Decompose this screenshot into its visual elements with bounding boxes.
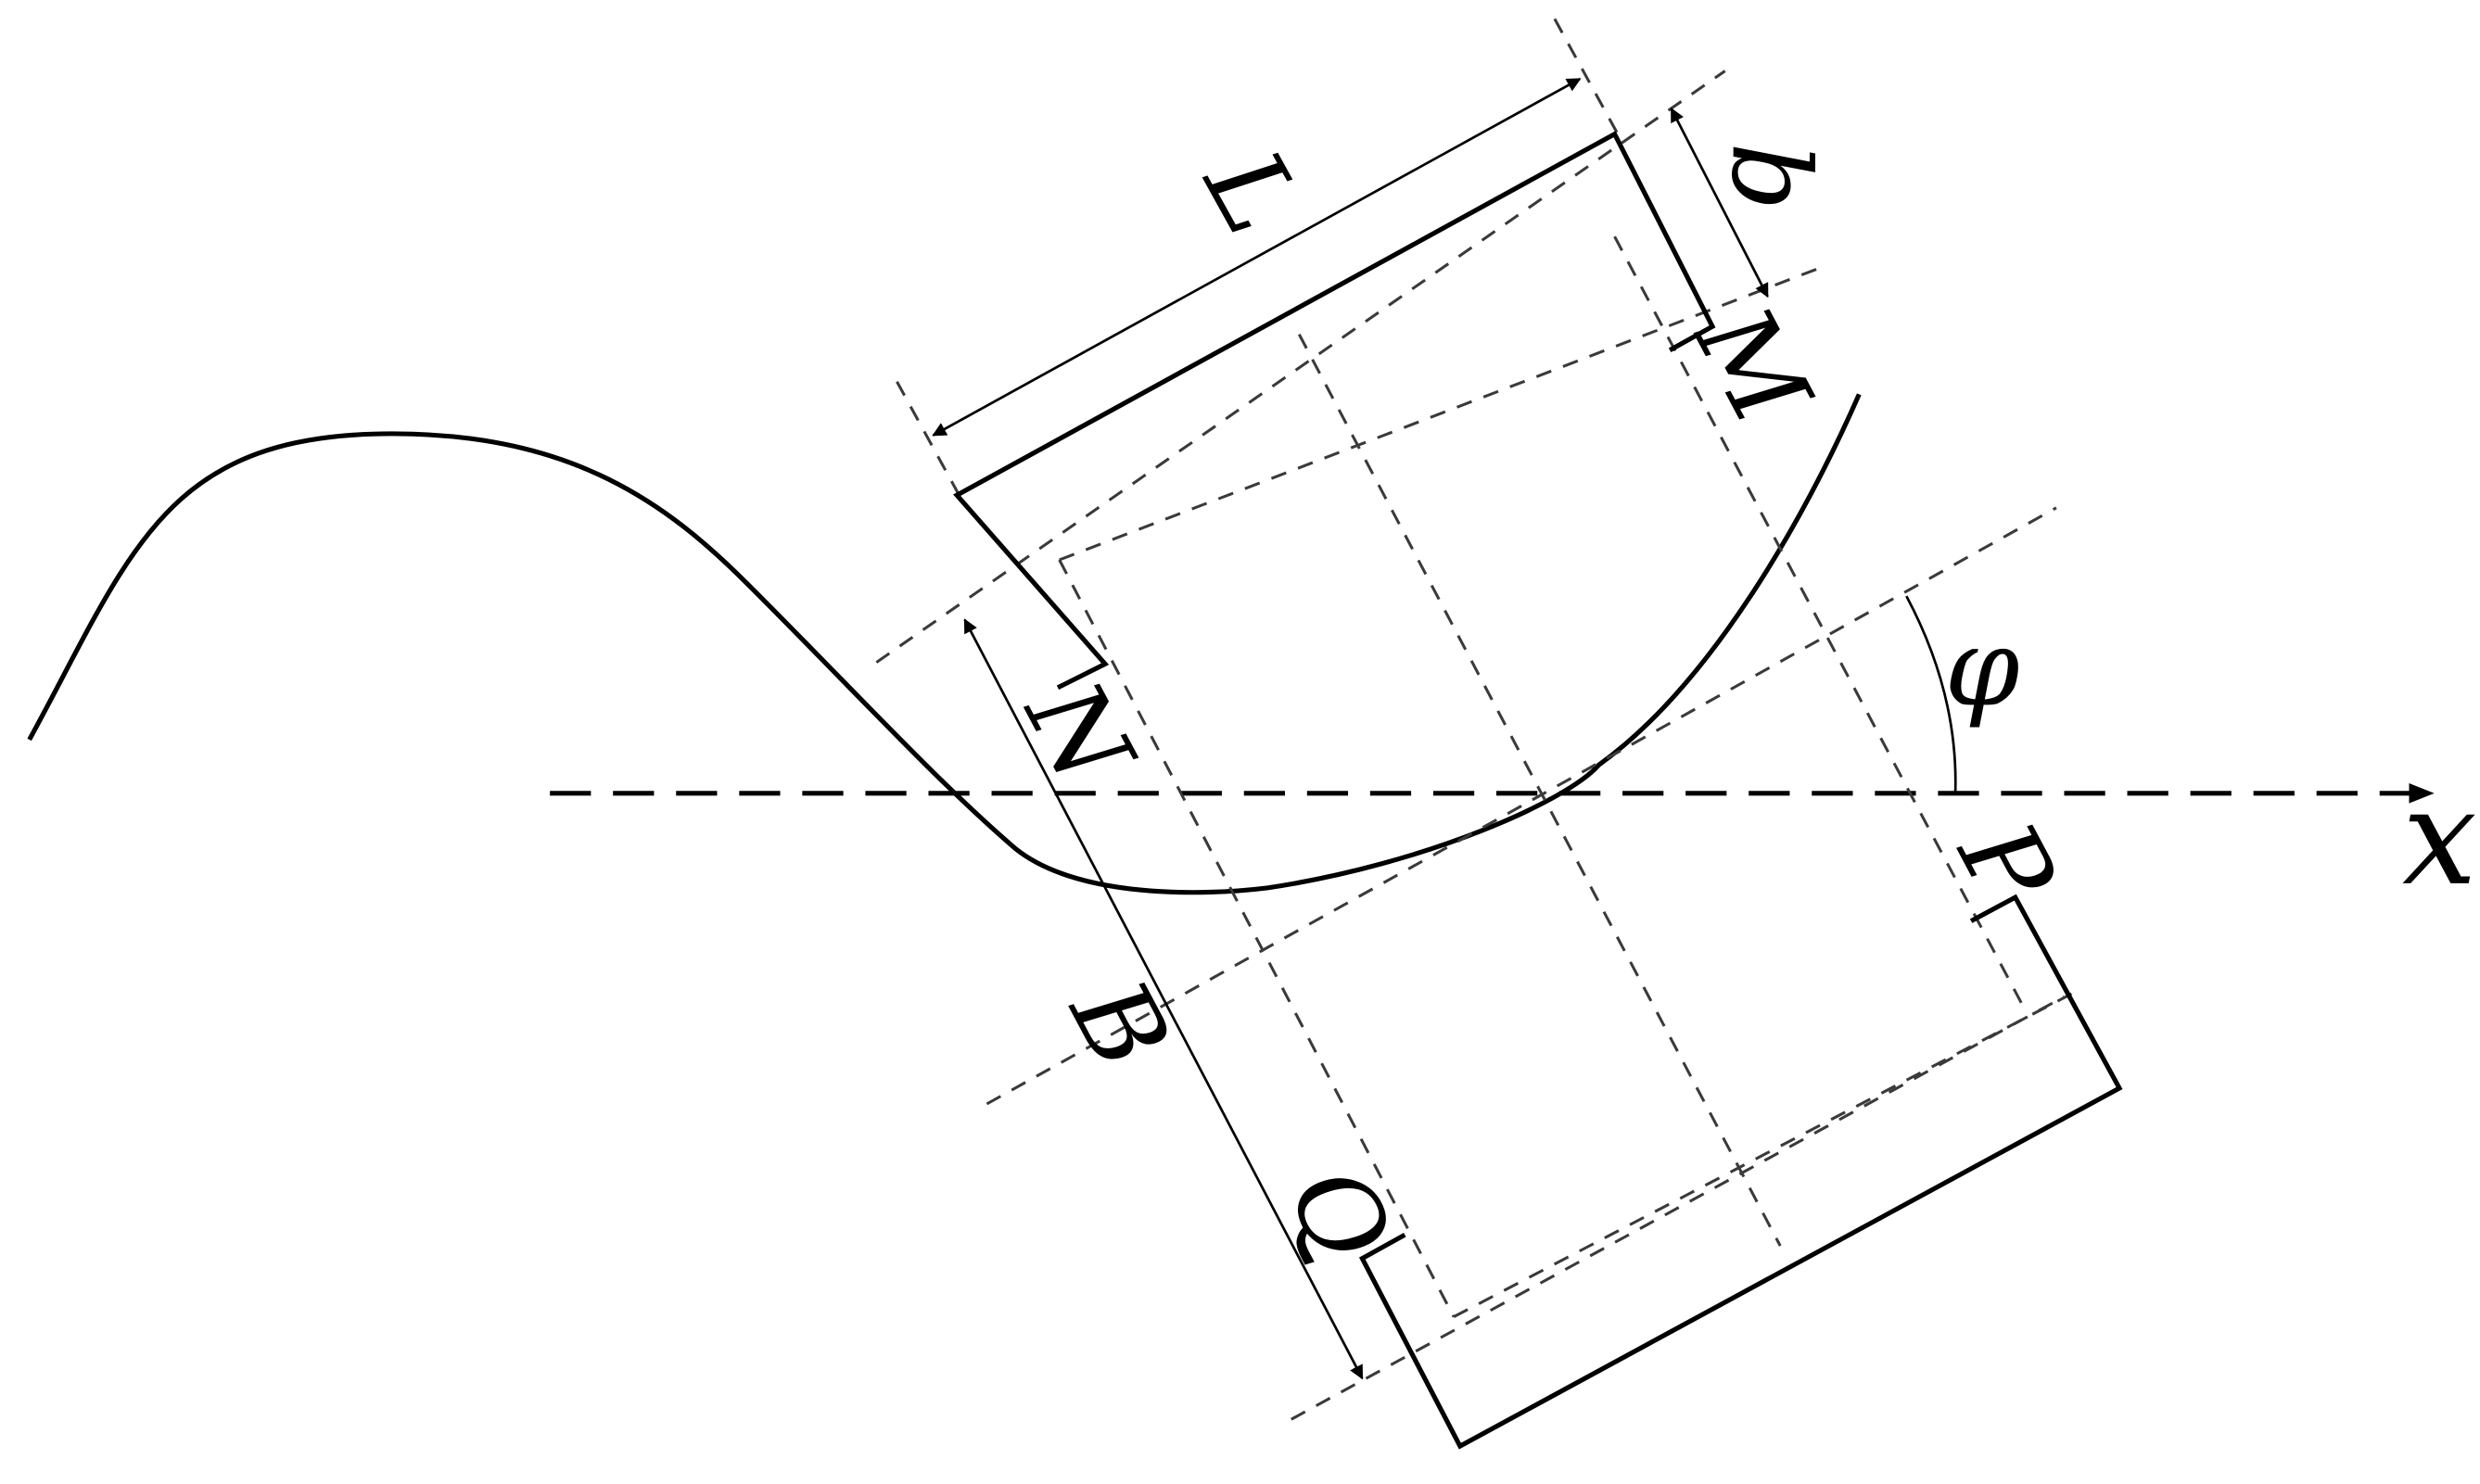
label-B: B — [1045, 959, 1192, 1089]
label-N: N — [1000, 660, 1157, 806]
label-x: x — [2402, 760, 2477, 915]
lower-bracket — [1358, 894, 2123, 1450]
dashed-line-bottom-inner — [1453, 992, 2073, 1319]
dimension-arrow-B — [963, 618, 1364, 1380]
angle-arc-phi — [1905, 595, 1957, 793]
upper-bracket — [953, 131, 1716, 691]
dashed-line-m-p — [1613, 235, 2027, 1010]
label-Q: Q — [1263, 1147, 1414, 1283]
dashed-line-bottom-outer — [1291, 995, 2066, 1421]
dimension-arrow-b — [1670, 108, 1769, 298]
label-M: M — [1671, 286, 1834, 446]
dimension-arrow-L — [932, 77, 1582, 437]
dashed-line-right-ext — [1553, 18, 1620, 135]
label-P: P — [1933, 802, 2079, 927]
dashed-line-mid-left — [1297, 333, 1782, 1247]
label-phi: φ — [1944, 606, 2019, 730]
label-b: b — [1707, 143, 1831, 211]
dashed-line-left-ext — [896, 380, 961, 498]
label-L: L — [1179, 130, 1323, 254]
